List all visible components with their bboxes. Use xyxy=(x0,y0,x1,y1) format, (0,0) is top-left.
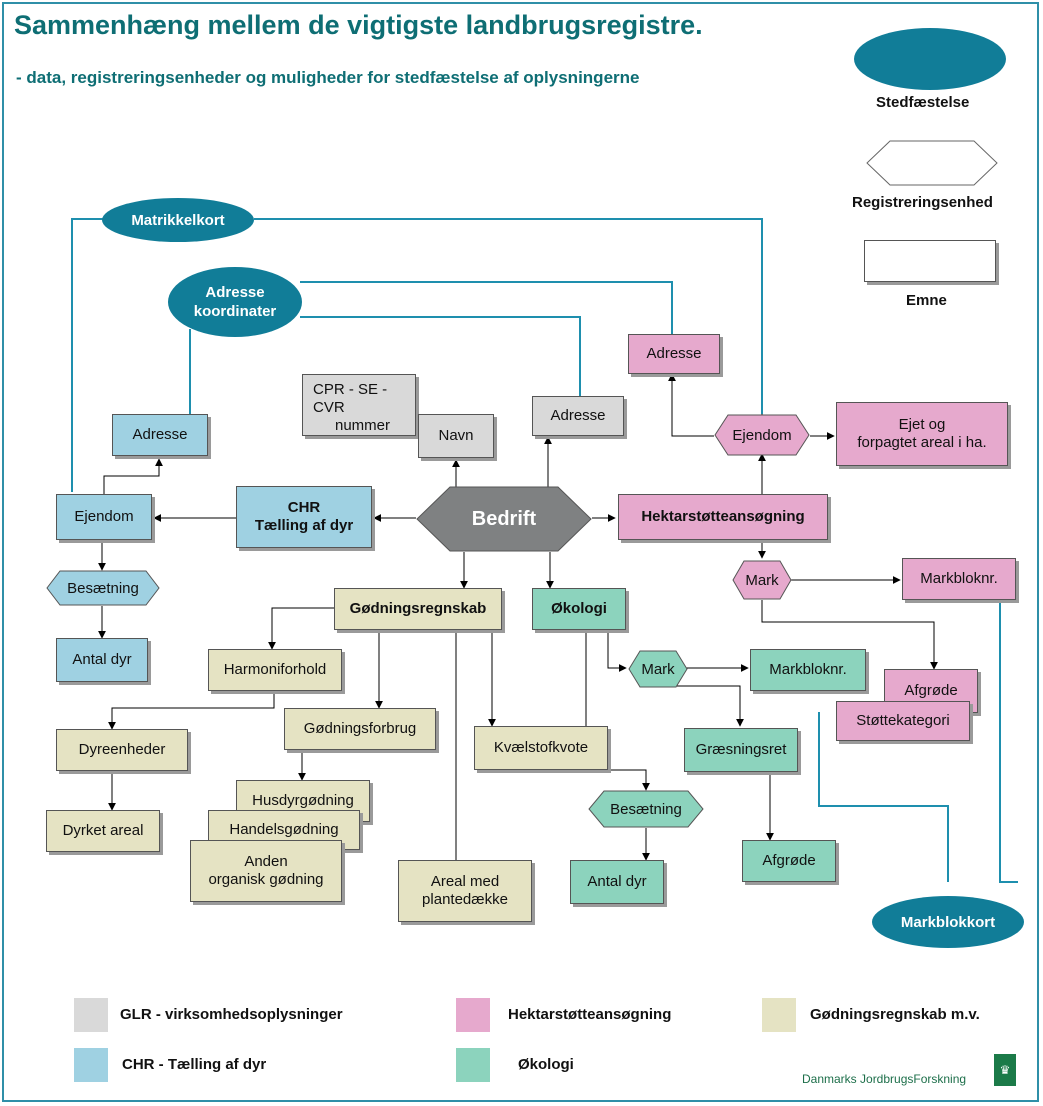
box-graesningsret: Græsningsret xyxy=(684,728,798,772)
oval-markblokkort: Markblokkort xyxy=(872,896,1024,948)
hex-pink-mark: Mark xyxy=(732,560,792,600)
box-oekologi: Økologi xyxy=(532,588,626,630)
box-cpr-se-cvr: CPR - SE - CVR nummer xyxy=(302,374,416,436)
hex-green-mark: Mark xyxy=(628,650,688,688)
diagram-title: Sammenhæng mellem de vigtigste landbrugs… xyxy=(14,10,703,40)
box-kvaelstofkvote: Kvælstofkvote xyxy=(474,726,608,770)
hex-pink-ejendom-label: Ejendom xyxy=(732,426,792,444)
hex-green-besaetning: Besætning xyxy=(588,790,704,828)
legend-swatch-goedning xyxy=(762,998,796,1032)
box-green-afgroede: Afgrøde xyxy=(742,840,836,882)
ejet-line1: Ejet og xyxy=(898,416,946,433)
hex-blue-besaetning: Besætning xyxy=(46,570,160,606)
box-stoettekategori: Støttekategori xyxy=(836,701,970,741)
legend-label-hektar: Hektarstøtteansøgning xyxy=(508,1006,672,1023)
box-goedningsregnskab: Gødningsregnskab xyxy=(334,588,502,630)
oval-matrikkelkort: Matrikkelkort xyxy=(102,198,254,242)
hub-bedrift-label: Bedrift xyxy=(471,507,537,530)
chr-line2: Tælling af dyr xyxy=(254,517,354,534)
hex-green-besaetning-label: Besætning xyxy=(610,800,682,818)
credit-text: Danmarks JordbrugsForskning xyxy=(802,1072,967,1086)
key-emne-label: Emne xyxy=(906,292,947,309)
chr-line1: CHR xyxy=(287,499,321,516)
box-pink-markbloknr: Markbloknr. xyxy=(902,558,1016,600)
crown-logo-icon: ♛ xyxy=(994,1054,1016,1086)
hex-pink-mark-label: Mark xyxy=(745,571,779,589)
areal-line2: plantedække xyxy=(422,891,508,908)
ejet-line2: forpagtet areal i ha. xyxy=(857,434,987,451)
oval-adresse-line2: koordinater xyxy=(193,303,277,320)
box-dyreenheder: Dyreenheder xyxy=(56,729,188,771)
box-hektarstoetteansoegning: Hektarstøtteansøgning xyxy=(618,494,828,540)
legend-label-glr: GLR - virksomhedsoplysninger xyxy=(120,1006,343,1023)
diagram-subtitle: - data, registreringsenheder og mulighed… xyxy=(16,68,640,87)
box-goedningsforbrug: Gødningsforbrug xyxy=(284,708,436,750)
connector-lines xyxy=(71,218,1018,883)
hub-bedrift: Bedrift xyxy=(416,486,592,552)
legend-swatch-hektar xyxy=(456,998,490,1032)
legend-swatch-chr xyxy=(74,1048,108,1082)
key-oval-shape xyxy=(854,28,1006,90)
legend-label-goedning: Gødningsregnskab m.v. xyxy=(810,1006,980,1023)
legend-swatch-oekologi xyxy=(456,1048,490,1082)
cpr-line2: nummer xyxy=(335,417,391,434)
legend-label-oekologi: Økologi xyxy=(518,1056,574,1073)
box-gray-adresse: Adresse xyxy=(532,396,624,436)
oval-adresse-koordinater: Adresse koordinater xyxy=(168,267,302,337)
anden-line2: organisk gødning xyxy=(208,871,324,888)
box-green-markbloknr: Markbloknr. xyxy=(750,649,866,691)
box-pink-adresse: Adresse xyxy=(628,334,720,374)
oval-adresse-line1: Adresse xyxy=(205,284,265,301)
legend-label-chr: CHR - Tælling af dyr xyxy=(122,1056,267,1073)
key-registreringsenhed-label: Registreringsenhed xyxy=(852,194,993,211)
hex-pink-ejendom: Ejendom xyxy=(714,414,810,456)
box-blue-ejendom: Ejendom xyxy=(56,494,152,540)
cpr-line1: CPR - SE - CVR xyxy=(313,381,388,416)
key-rectangle-shape xyxy=(864,240,996,282)
box-harmoniforhold: Harmoniforhold xyxy=(208,649,342,691)
box-areal-med-plantedaekke: Areal med plantedække xyxy=(398,860,532,922)
legend-swatch-glr xyxy=(74,998,108,1032)
box-ejet-forpagtet: Ejet og forpagtet areal i ha. xyxy=(836,402,1008,466)
box-navn: Navn xyxy=(418,414,494,458)
key-hexagon-shape xyxy=(866,140,998,186)
key-stedfaestelse-label: Stedfæstelse xyxy=(876,94,970,111)
areal-line1: Areal med xyxy=(430,873,500,890)
box-blue-adresse: Adresse xyxy=(112,414,208,456)
box-blue-antal-dyr: Antal dyr xyxy=(56,638,148,682)
hex-green-mark-label: Mark xyxy=(641,660,675,678)
anden-line1: Anden xyxy=(244,853,288,870)
box-dyrket-areal: Dyrket areal xyxy=(46,810,160,852)
hex-blue-besaetning-label: Besætning xyxy=(67,579,139,597)
box-green-antal-dyr: Antal dyr xyxy=(570,860,664,904)
box-chr: CHR Tælling af dyr xyxy=(236,486,372,548)
box-anden-organisk-goedning: Anden organisk gødning xyxy=(190,840,342,902)
